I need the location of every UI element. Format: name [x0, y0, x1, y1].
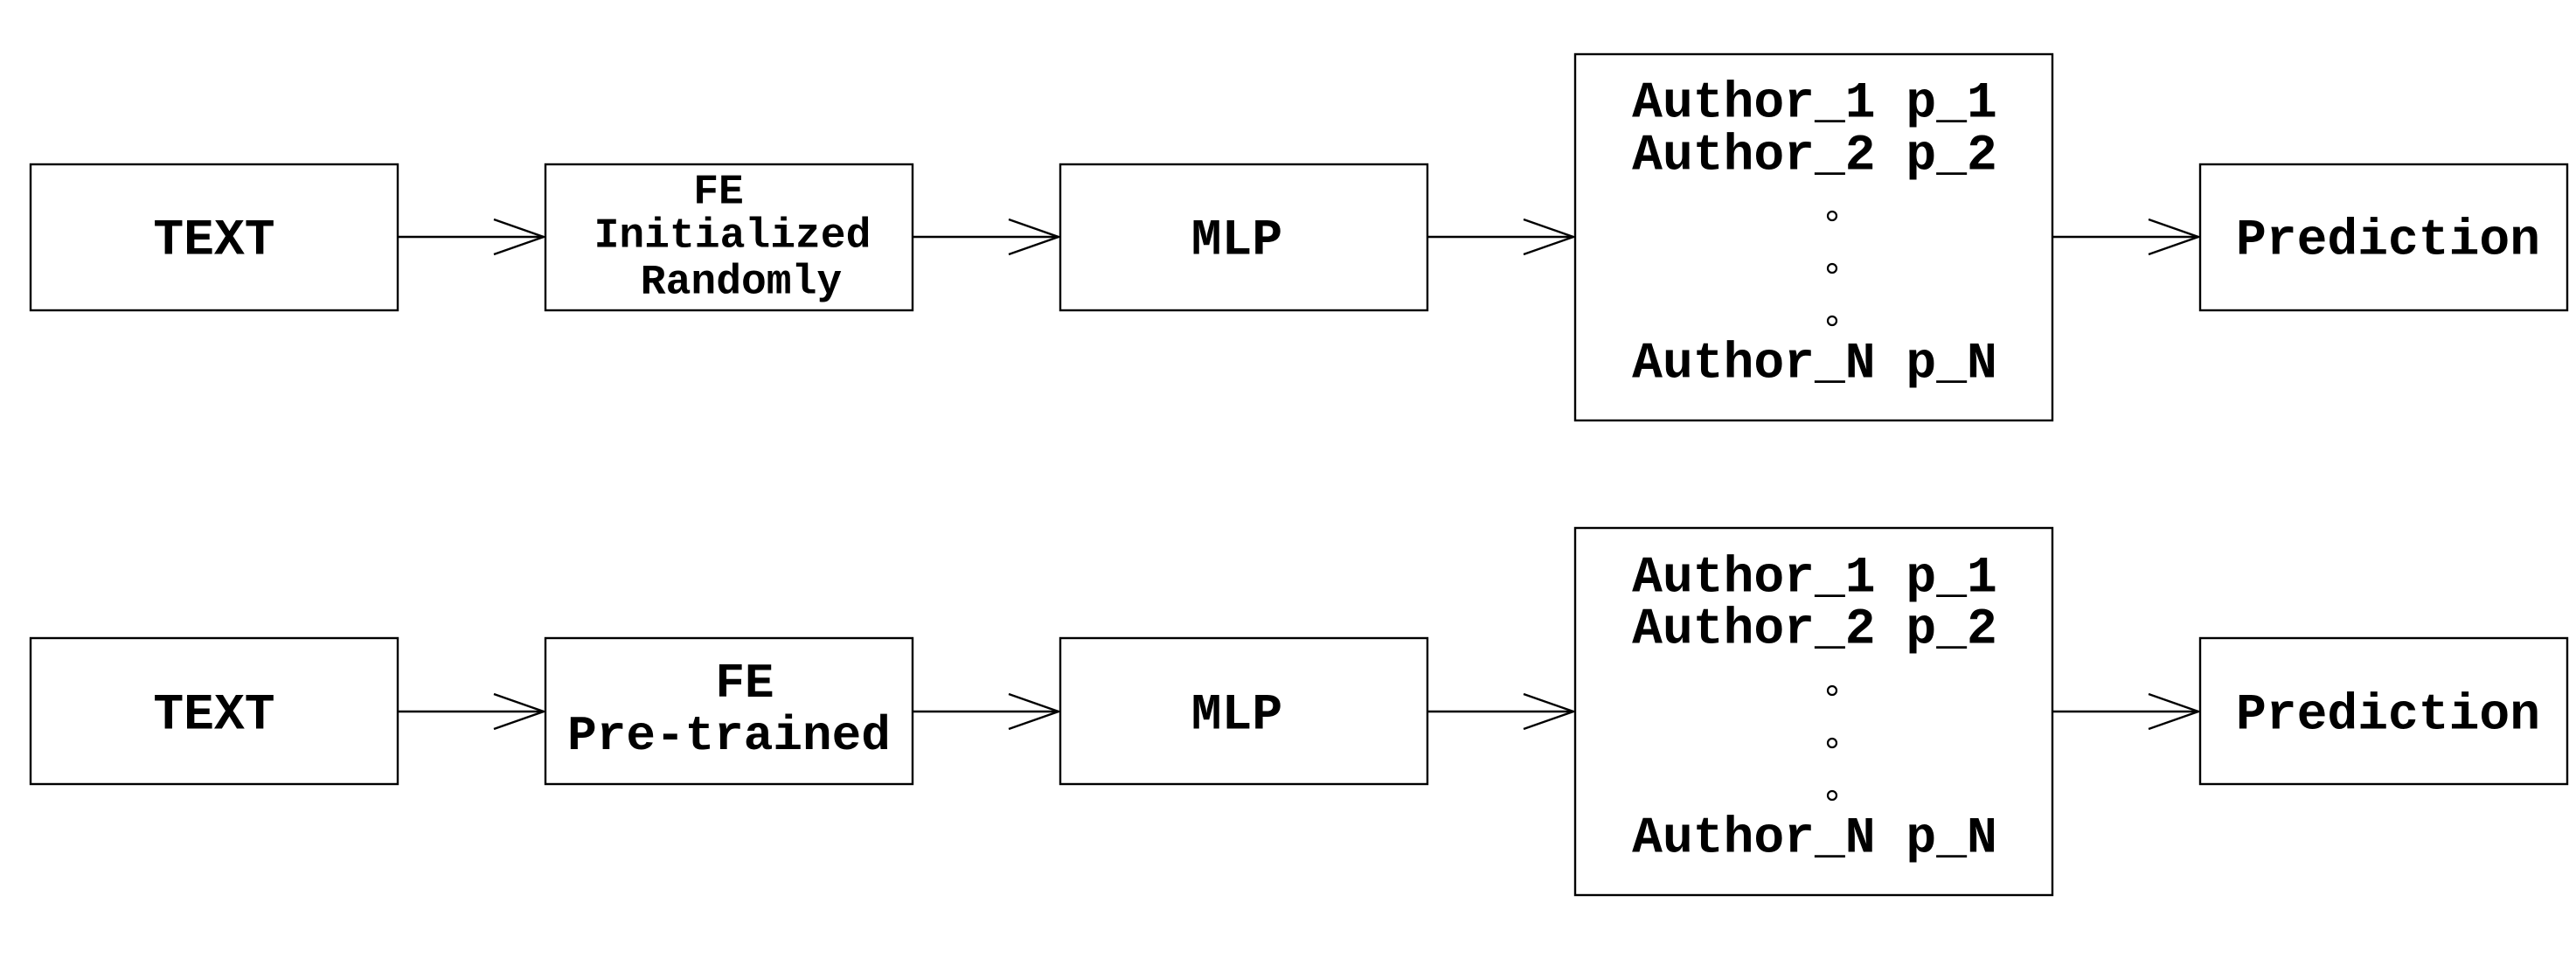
feature-extractor-label-line-1: FE [693, 170, 744, 217]
ellipsis-dot [1826, 684, 1838, 697]
ellipsis-dot [1826, 789, 1838, 802]
text-input-node: TEXT [29, 163, 399, 312]
text-input-label: TEXT [153, 687, 274, 744]
arrow-fe-to-mlp [913, 692, 1062, 731]
author-2-probability: Author_2 p_2 [1632, 601, 1997, 658]
author-n-probability: Author_N p_N [1632, 336, 1997, 392]
feature-extractor-label-line-2: Initialized [594, 213, 871, 260]
mlp-label: MLP [1191, 212, 1282, 269]
prediction-label: Prediction [2236, 212, 2540, 269]
feature-extractor-label-line-2: Pre-trained [567, 708, 891, 764]
arrow-text-to-fe [398, 218, 547, 256]
arrow-output-to-prediction [2052, 692, 2202, 731]
mlp-label: MLP [1191, 687, 1282, 744]
prediction-label: Prediction [2236, 687, 2540, 744]
ellipsis-dot [1826, 315, 1838, 327]
feature-extractor-node: FE Initialized Randomly [544, 163, 914, 312]
author-1-probability: Author_1 p_1 [1632, 550, 1997, 607]
pipeline-1: TEXT FE Initialized Randomly MLP [29, 52, 2569, 422]
mlp-box [1059, 636, 1429, 786]
ellipsis-dot [1826, 210, 1838, 222]
text-input-label: TEXT [153, 212, 274, 269]
author-probabilities-node: Author_1 p_1 Author_2 p_2 Author_N p_N [1573, 526, 2054, 897]
feature-extractor-node: FE Pre-trained [544, 636, 914, 786]
author-probabilities-box [1573, 52, 2054, 422]
ellipsis-dot [1826, 262, 1838, 274]
arrow-mlp-to-output [1427, 218, 1577, 256]
prediction-node: Prediction [2198, 163, 2569, 312]
mlp-node: MLP [1059, 163, 1429, 312]
author-2-probability: Author_2 p_2 [1632, 128, 1997, 184]
author-n-probability: Author_N p_N [1632, 810, 1997, 867]
author-probabilities-box [1573, 526, 2054, 897]
feature-extractor-label-line-1: FE [715, 656, 774, 712]
feature-extractor-label-line-3: Randomly [641, 260, 842, 307]
arrow-mlp-to-output [1427, 692, 1577, 731]
arrow-output-to-prediction [2052, 218, 2202, 256]
prediction-node: Prediction [2198, 636, 2569, 786]
mlp-node: MLP [1059, 636, 1429, 786]
author-probabilities-node: Author_1 p_1 Author_2 p_2 Author_N p_N [1573, 52, 2054, 422]
text-input-box [29, 163, 399, 312]
text-input-box [29, 636, 399, 786]
author-1-probability: Author_1 p_1 [1632, 75, 1997, 132]
arrow-text-to-fe [398, 692, 547, 731]
ellipsis-dot [1826, 737, 1838, 749]
feature-extractor-box [544, 636, 914, 786]
prediction-box [2198, 636, 2569, 786]
pipeline-2: TEXT FE Pre-trained MLP [29, 526, 2569, 897]
text-input-node: TEXT [29, 636, 399, 786]
feature-extractor-box [544, 163, 914, 312]
prediction-box [2198, 163, 2569, 312]
arrow-fe-to-mlp [913, 218, 1062, 256]
mlp-box [1059, 163, 1429, 312]
